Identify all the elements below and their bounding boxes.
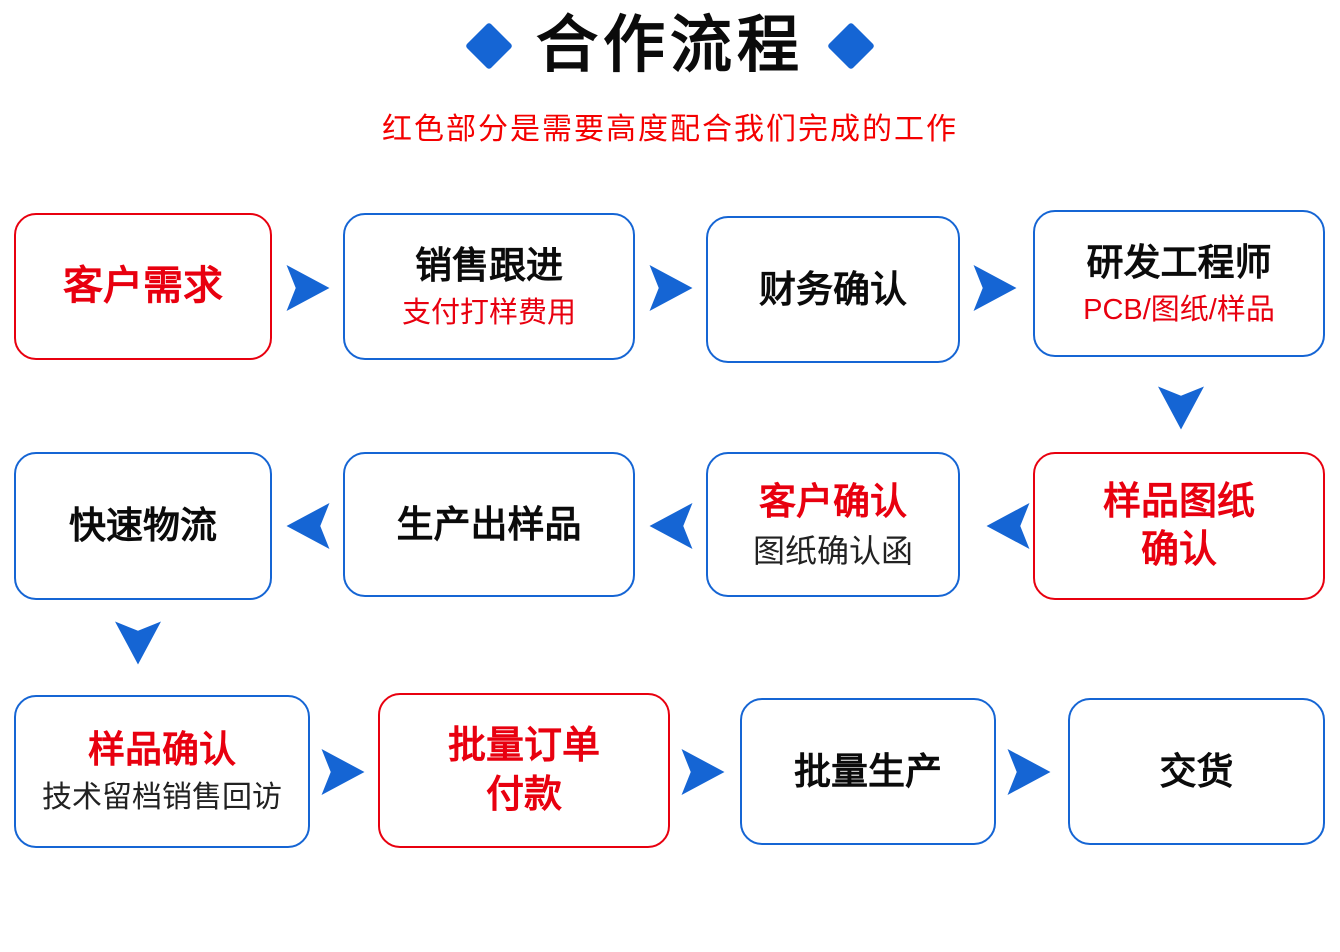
node-title: 销售跟进: [415, 244, 563, 286]
node-subtitle: 技术留档销售回访: [42, 781, 282, 815]
node-bulk-order-payment: 批量订单 付款: [378, 693, 670, 848]
diamond-icon: [464, 22, 514, 71]
node-customer-confirm: 客户确认 图纸确认函: [706, 452, 960, 597]
arrow-right-icon: [321, 749, 365, 795]
page-header: 合作流程: [0, 11, 1340, 80]
node-title: 研发工程师: [1086, 241, 1272, 283]
node-title: 客户需求: [63, 264, 223, 309]
arrow-right-icon: [286, 265, 330, 311]
node-bulk-production: 批量生产: [740, 698, 996, 845]
node-customer-demand: 客户需求: [14, 213, 272, 360]
node-title-line2: 确认: [1140, 529, 1217, 571]
node-subtitle: 图纸确认函: [752, 532, 913, 569]
arrow-left-icon: [986, 503, 1030, 549]
node-title: 交货: [1159, 750, 1234, 792]
node-finance-confirm: 财务确认: [706, 216, 960, 363]
node-title: 样品图纸: [1102, 480, 1255, 523]
node-title: 财务确认: [759, 268, 907, 310]
node-fast-logistics: 快速物流: [14, 452, 272, 600]
node-sales-follow-up: 销售跟进 支付打样费用: [343, 213, 635, 360]
node-title: 样品确认: [88, 728, 236, 770]
node-rd-engineer: 研发工程师 PCB/图纸/样品: [1033, 210, 1325, 357]
node-title: 批量生产: [794, 750, 942, 792]
node-delivery: 交货: [1068, 698, 1325, 845]
arrow-right-icon: [1007, 749, 1051, 795]
node-produce-sample: 生产出样品: [343, 452, 635, 597]
node-sample-drawing-confirm: 样品图纸 确认: [1033, 452, 1325, 600]
arrow-down-icon: [1158, 386, 1204, 430]
node-title: 批量订单: [447, 725, 600, 768]
arrow-right-icon: [649, 265, 693, 311]
node-sample-confirm: 样品确认 技术留档销售回访: [14, 695, 310, 848]
arrow-left-icon: [286, 503, 330, 549]
node-title: 生产出样品: [396, 503, 582, 545]
arrow-down-icon: [115, 621, 161, 665]
node-subtitle: 支付打样费用: [401, 296, 576, 329]
arrow-right-icon: [681, 749, 725, 795]
arrow-right-icon: [973, 265, 1017, 311]
node-title-line2: 付款: [485, 773, 562, 816]
node-title: 快速物流: [69, 505, 217, 547]
arrow-left-icon: [649, 503, 693, 549]
page-title: 合作流程: [535, 11, 804, 80]
page-subtitle: 红色部分是需要高度配合我们完成的工作: [382, 113, 958, 146]
node-title: 客户确认: [759, 480, 907, 522]
diamond-icon: [826, 22, 876, 71]
node-subtitle: PCB/图纸/样品: [1083, 293, 1275, 326]
